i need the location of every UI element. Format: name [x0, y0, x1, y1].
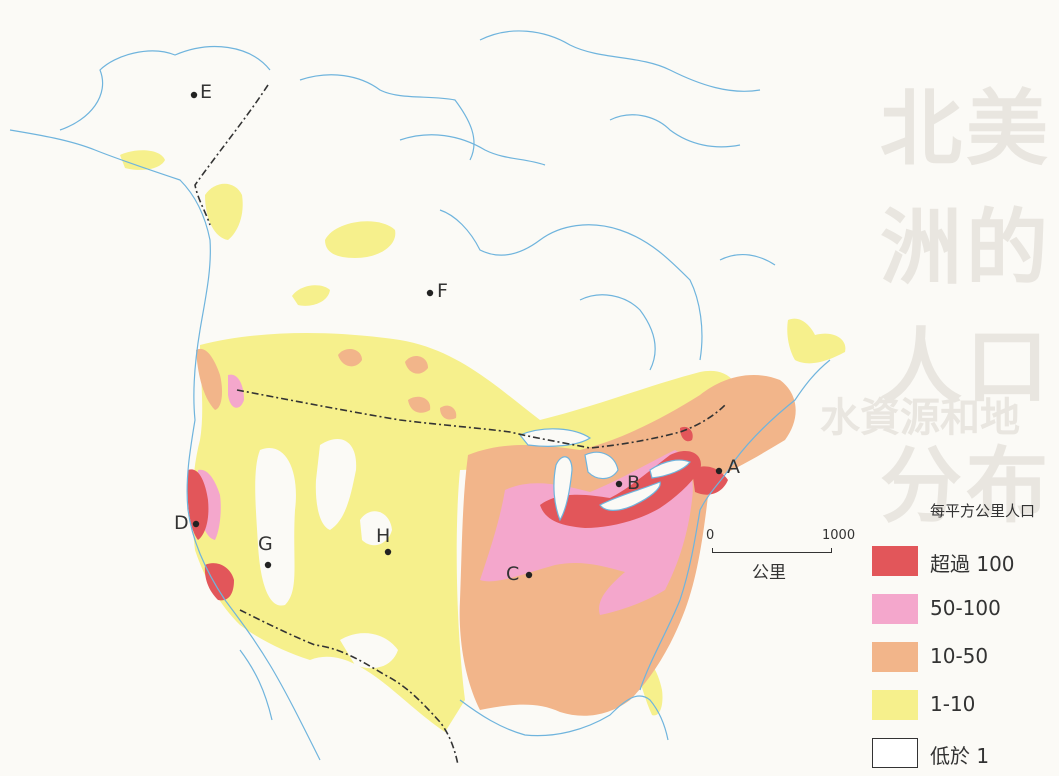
- legend-swatch: [872, 594, 918, 624]
- legend: 每平方公里人口 超過 100 50-100 10-50 1-10 低於 1: [868, 500, 1053, 770]
- legend-swatch: [872, 738, 918, 768]
- point-label-c: C: [506, 563, 520, 585]
- watermark-title: 北美洲的人口分布: [880, 82, 1053, 534]
- legend-label: 1-10: [930, 692, 976, 716]
- point-marker-f: [426, 289, 434, 297]
- point-marker-h: [384, 548, 392, 556]
- legend-label: 超過 100: [930, 552, 1015, 576]
- point-label-b: B: [627, 472, 641, 494]
- scale-max-label: 1000: [822, 528, 856, 543]
- legend-label: 50-100: [930, 596, 1001, 620]
- legend-title: 每平方公里人口: [930, 502, 1036, 520]
- scale-min-label: 0: [706, 528, 715, 543]
- coastline: [9, 30, 831, 761]
- great-lakes: [519, 428, 691, 522]
- political-borders: [194, 84, 726, 766]
- point-label-e: E: [200, 81, 213, 103]
- point-marker-g: [264, 561, 272, 569]
- legend-swatch: [872, 546, 918, 576]
- point-label-f: F: [437, 280, 448, 302]
- point-label-a: A: [727, 456, 740, 478]
- scale-bar-line: [712, 548, 832, 553]
- legend-swatch: [872, 642, 918, 672]
- point-marker-c: [525, 571, 533, 579]
- point-label-h: H: [376, 525, 391, 547]
- point-marker-a: [715, 467, 723, 475]
- point-marker-b: [615, 480, 623, 488]
- point-label-d: D: [174, 512, 189, 534]
- point-marker-e: [190, 91, 198, 99]
- point-markers: [190, 91, 723, 579]
- scale-bar: 0 1000 公里: [706, 528, 855, 588]
- watermark-subtitle: 水資源和地: [820, 395, 1020, 441]
- point-marker-d: [192, 520, 200, 528]
- legend-swatch: [872, 690, 918, 720]
- scale-unit-label: 公里: [752, 563, 786, 583]
- point-label-g: G: [258, 533, 273, 555]
- legend-label: 10-50: [930, 644, 989, 668]
- legend-label: 低於 1: [930, 744, 990, 768]
